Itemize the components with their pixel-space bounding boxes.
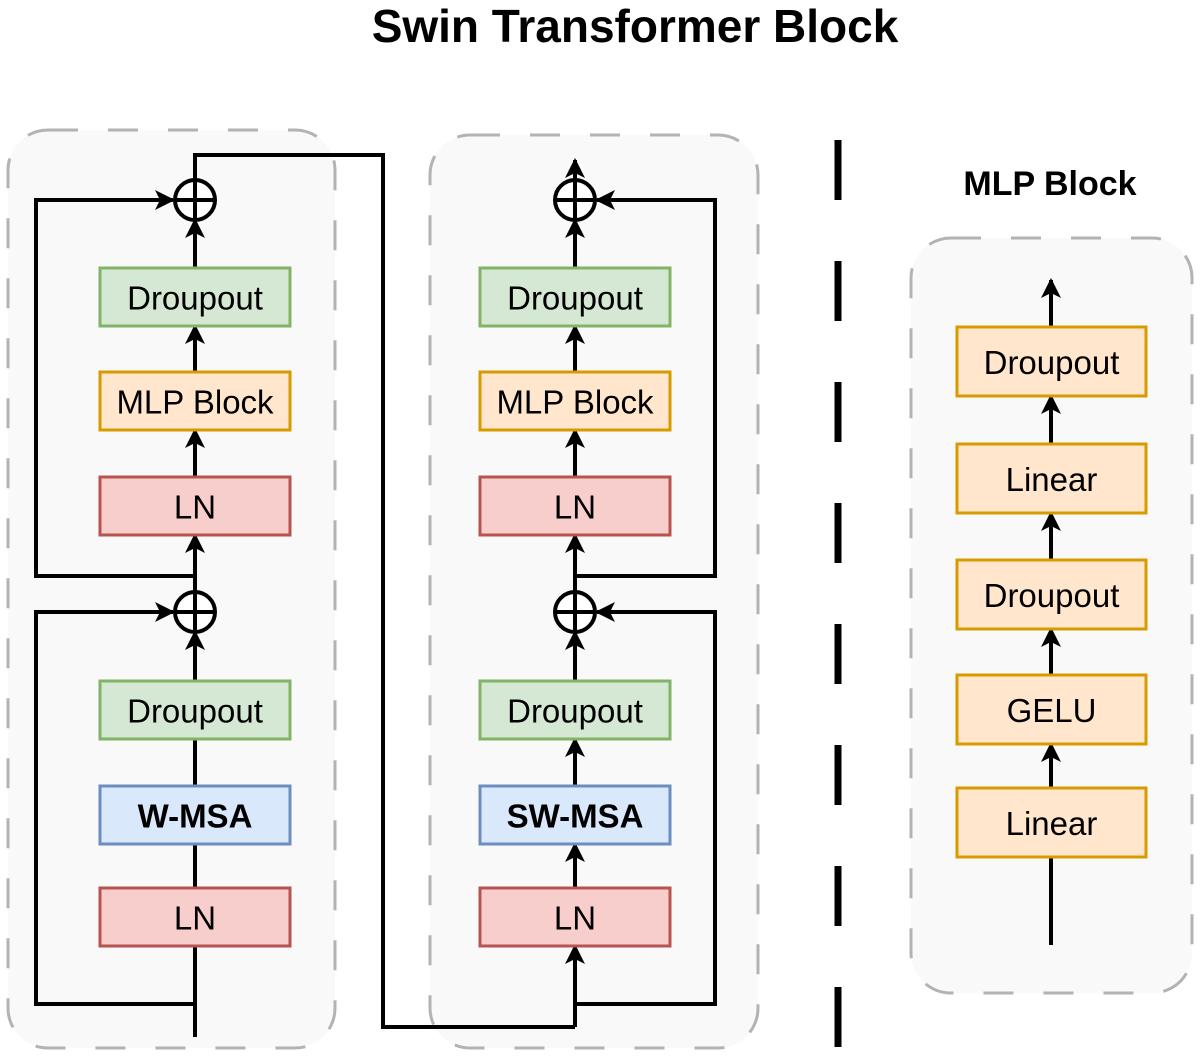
block2-layer-0-droupout-rect xyxy=(478,266,672,328)
mlp-layer-4-linear: Linear xyxy=(955,786,1148,859)
mlp-layer-3-gelu-label: GELU xyxy=(1007,692,1097,729)
block2-layer-4-sw-msa: SW-MSA xyxy=(478,784,672,846)
block1-layer-3-droupout-rect xyxy=(98,679,292,741)
block1-layer-2-ln-rect xyxy=(98,475,292,537)
block1-layer-4-w-msa-rect xyxy=(98,784,292,846)
block1-layer-2-ln: LN xyxy=(98,475,292,537)
mlp-layer-2-droupout: Droupout xyxy=(955,558,1148,631)
mlp-layer-4-linear-rect xyxy=(955,786,1148,859)
block1-adder-bottom xyxy=(173,590,217,634)
mlp-layer-1-linear: Linear xyxy=(955,442,1148,515)
block2-layer-1-mlp-block: MLP Block xyxy=(478,370,672,432)
block2-skip-upper xyxy=(575,190,717,578)
block1-layer-5-ln: LN xyxy=(98,886,292,948)
block2-layer-2-ln-label: LN xyxy=(554,489,596,526)
mlp-layer-0-droupout-rect xyxy=(955,325,1148,398)
mlp-layer-3-gelu: GELU xyxy=(955,673,1148,746)
mlp-layer-1-linear-label: Linear xyxy=(1006,461,1098,498)
adders xyxy=(173,178,597,634)
block1-skip-lower xyxy=(34,602,195,1006)
block2-layer-5-ln-label: LN xyxy=(554,900,596,937)
block2-layer-1-mlp-block-rect xyxy=(478,370,672,432)
block1-layer-1-mlp-block-label: MLP Block xyxy=(116,384,274,421)
block1-layer-0-droupout-rect xyxy=(98,266,292,328)
block1-adder-top xyxy=(173,178,217,222)
mlp-layer-1-linear-rect xyxy=(955,442,1148,515)
block1-layer-2-ln-label: LN xyxy=(174,489,216,526)
block2-layer-4-sw-msa-rect xyxy=(478,784,672,846)
block2-layer-2-ln-rect xyxy=(478,475,672,537)
mlp-layer-2-droupout-rect xyxy=(955,558,1148,631)
block2-layer-3-droupout-rect xyxy=(478,679,672,741)
block2-layer-3-droupout: Droupout xyxy=(478,679,672,741)
mlp-block-title: MLP Block xyxy=(963,165,1137,203)
block1-layer-3-droupout: Droupout xyxy=(98,679,292,741)
block1-skip-upper xyxy=(34,190,195,578)
mlp-layer-0-droupout: Droupout xyxy=(955,325,1148,398)
block1-layer-4-w-msa-label: W-MSA xyxy=(138,798,253,835)
mlp-layer-2-droupout-label: Droupout xyxy=(984,577,1120,614)
block2-layer-5-ln: LN xyxy=(478,886,672,948)
block2-layer-3-droupout-label: Droupout xyxy=(507,693,643,730)
block2-layer-1-mlp-block-label: MLP Block xyxy=(496,384,654,421)
block1-layer-3-droupout-label: Droupout xyxy=(127,693,263,730)
block1-layer-1-mlp-block-rect xyxy=(98,370,292,432)
block2-layer-4-sw-msa-label: SW-MSA xyxy=(507,798,644,835)
inter-block-connector xyxy=(193,153,575,1029)
block1-layer-0-droupout: Droupout xyxy=(98,266,292,328)
block1-layer-4-w-msa: W-MSA xyxy=(98,784,292,846)
block2-layer-5-ln-rect xyxy=(478,886,672,948)
block1-layer-0-droupout-label: Droupout xyxy=(127,280,263,317)
mlp-layer-3-gelu-rect xyxy=(955,673,1148,746)
mlp-layer-0-droupout-label: Droupout xyxy=(984,344,1120,381)
block2-adder-top xyxy=(553,178,597,222)
block1-layer-1-mlp-block: MLP Block xyxy=(98,370,292,432)
block2-layer-2-ln: LN xyxy=(478,475,672,537)
block2-skip-lower xyxy=(575,602,717,1006)
block1-layer-5-ln-label: LN xyxy=(174,900,216,937)
mlp-layer-4-linear-label: Linear xyxy=(1006,805,1098,842)
block2-layer-0-droupout: Droupout xyxy=(478,266,672,328)
block1-layer-5-ln-rect xyxy=(98,886,292,948)
block2-layer-0-droupout-label: Droupout xyxy=(507,280,643,317)
diagram-title: Swin Transformer Block xyxy=(371,0,899,52)
block2-adder-bottom xyxy=(553,590,597,634)
